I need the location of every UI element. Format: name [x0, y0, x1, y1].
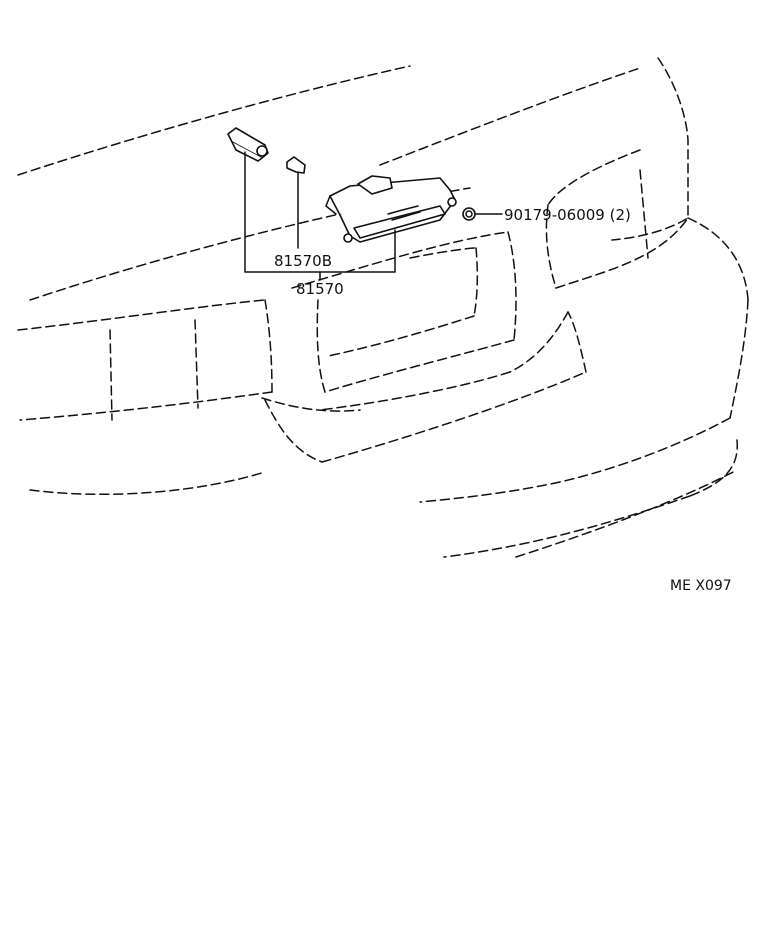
- screw-part: [462, 207, 476, 221]
- car-body-outline: [17, 57, 749, 558]
- lamp-assembly-part: [325, 175, 457, 243]
- bulb-socket-part: [227, 127, 306, 174]
- label-screw-part: 90179-06009 (2): [504, 206, 631, 224]
- leader-lines: [244, 151, 503, 281]
- label-bulb-part: 81570B: [274, 252, 332, 270]
- figure-code: ME X097: [670, 578, 732, 594]
- label-lamp-assembly: 81570: [296, 280, 344, 298]
